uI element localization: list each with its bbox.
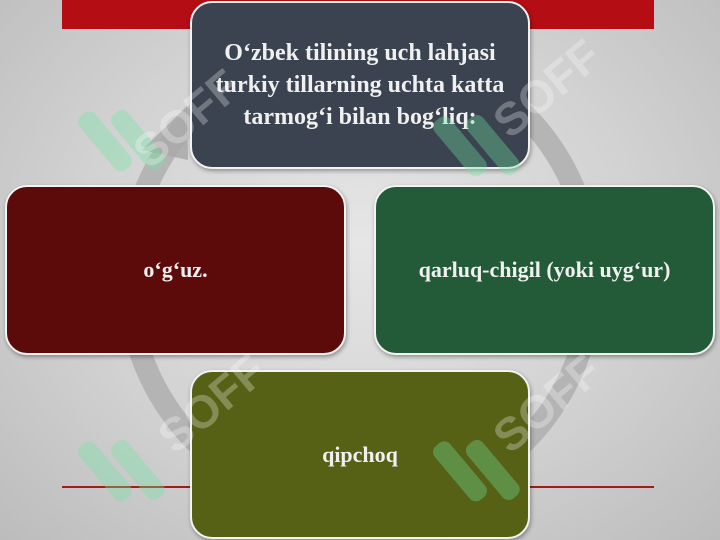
branch-label-oguz: o‘g‘uz. bbox=[143, 257, 208, 282]
branch-box-oguz: o‘g‘uz. bbox=[5, 185, 346, 355]
branch-label-qarluq: qarluq-chigil (yoki uyg‘ur) bbox=[418, 257, 671, 282]
diagram-title: O‘zbek tilining uch lahjasi turkiy tilla… bbox=[215, 40, 505, 130]
branch-box-qarluq: qarluq-chigil (yoki uyg‘ur) bbox=[374, 185, 715, 355]
diagram-title-box: O‘zbek tilining uch lahjasi turkiy tilla… bbox=[190, 1, 530, 169]
branch-box-qipchoq: qipchoq bbox=[190, 370, 530, 539]
branch-label-qipchoq: qipchoq bbox=[322, 441, 398, 467]
